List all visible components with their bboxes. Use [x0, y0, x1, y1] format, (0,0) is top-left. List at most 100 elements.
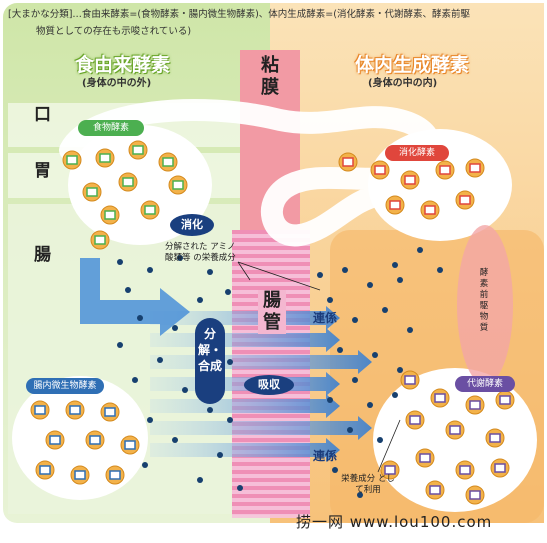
nutrient-dot: [172, 325, 178, 331]
nutrient-use-annotation: 栄養成分 として利用: [341, 474, 395, 495]
nutrient-dot: [117, 259, 123, 265]
nutrient-dot: [397, 277, 403, 283]
wall-stripe: [232, 282, 310, 286]
enzyme-icon: [495, 390, 515, 410]
enzyme-icon: [455, 190, 475, 210]
nutrient-dot: [382, 307, 388, 313]
wall-stripe: [232, 266, 310, 270]
nutrient-dot: [317, 272, 323, 278]
enzyme-icon: [400, 370, 420, 390]
wall-stripe: [232, 274, 310, 278]
enzyme-icon: [420, 200, 440, 220]
enzyme-icon: [140, 200, 160, 220]
nutrients-annotation: 分解された アミノ酸類等 の栄養成分: [165, 242, 236, 263]
nutrient-dot: [342, 267, 348, 273]
wall-stripe: [232, 490, 310, 494]
nutrient-dot: [332, 467, 338, 473]
nutrient-dot: [172, 437, 178, 443]
enzyme-icon: [490, 458, 510, 478]
nutrient-dot: [197, 477, 203, 483]
wall-stripe: [232, 242, 310, 246]
nutrient-dot: [392, 262, 398, 268]
enzyme-icon: [400, 170, 420, 190]
enzyme-icon: [95, 148, 115, 168]
nutrient-dot: [132, 377, 138, 383]
cooperation-label-upper: 連係: [313, 311, 338, 325]
enzyme-icon: [82, 182, 102, 202]
precursor-capsule: [457, 225, 513, 385]
nutrient-dot: [367, 282, 373, 288]
enzyme-icon: [455, 460, 475, 480]
wall-stripe: [232, 346, 310, 350]
flow-arrow: [150, 416, 372, 440]
nutrient-dot: [237, 485, 243, 491]
precursor-annotation: 酵素前駆物質: [479, 268, 489, 333]
nutrient-dot: [207, 269, 213, 275]
nutrient-dot: [147, 417, 153, 423]
enzyme-icon: [85, 430, 105, 450]
intestine-wall-label: 腸管: [258, 290, 286, 334]
enzyme-icon: [128, 140, 148, 160]
absorption-oval: 吸収: [244, 375, 294, 395]
enzyme-icon: [30, 400, 50, 420]
wall-stripe: [232, 466, 310, 470]
digestive-enzyme-badge: 消化酵素: [385, 145, 449, 161]
nutrient-dot: [117, 342, 123, 348]
enzyme-icon: [405, 410, 425, 430]
enzyme-icon: [120, 435, 140, 455]
watermark: 捞一网 www.lou100.com: [296, 513, 493, 531]
enzyme-icon: [100, 402, 120, 422]
nutrient-dots: [117, 247, 443, 498]
enzyme-icon: [465, 395, 485, 415]
wall-stripe: [232, 394, 310, 398]
nutrient-dot: [147, 267, 153, 273]
organ-mouth: 口: [34, 105, 51, 125]
nutrient-dot: [327, 397, 333, 403]
cooperation-label-lower: 連係: [313, 449, 338, 463]
right-title: 体内生成酵素: [355, 54, 470, 76]
nutrient-dot: [337, 347, 343, 353]
enzyme-icon: [370, 160, 390, 180]
enzyme-icon: [485, 428, 505, 448]
enzyme-icon: [158, 152, 178, 172]
wall-stripe: [232, 458, 310, 462]
nutrient-dot: [367, 402, 373, 408]
flow-arrow: [150, 394, 340, 418]
down-arrow: [80, 258, 190, 336]
nutrient-dot: [227, 417, 233, 423]
enzyme-icon: [430, 388, 450, 408]
nutrient-dot: [182, 387, 188, 393]
wall-stripe: [232, 482, 310, 486]
nutrient-dot: [142, 462, 148, 468]
nutrient-dot: [407, 327, 413, 333]
nutrient-dot: [392, 392, 398, 398]
gut-microbe-enzyme-badge: 腸内微生物酵素: [26, 378, 104, 394]
enzyme-icon: [35, 460, 55, 480]
nutrient-dot: [197, 297, 203, 303]
nutrient-dot: [157, 357, 163, 363]
enzyme-icon: [435, 160, 455, 180]
nutrient-dot: [397, 367, 403, 373]
nutrient-dot: [217, 452, 223, 458]
wall-stripe: [232, 434, 310, 438]
nutrient-dot: [372, 352, 378, 358]
wall-stripe: [232, 250, 310, 254]
wall-stripe: [232, 514, 310, 518]
enzyme-icon: [90, 230, 110, 250]
nutrient-dot: [327, 297, 333, 303]
enzyme-icon: [465, 158, 485, 178]
wall-stripe: [232, 370, 310, 374]
nutrient-dot: [207, 407, 213, 413]
wall-stripe: [232, 506, 310, 510]
wall-stripe: [232, 498, 310, 502]
digestion-oval: 消化: [170, 214, 214, 236]
enzyme-icon: [70, 465, 90, 485]
enzyme-icon: [338, 152, 358, 172]
enzyme-icon: [105, 465, 125, 485]
wall-stripe: [232, 474, 310, 478]
nutrient-dot: [177, 255, 183, 261]
enzyme-icon: [65, 400, 85, 420]
nutrient-dot: [417, 247, 423, 253]
enzyme-icon: [62, 150, 82, 170]
